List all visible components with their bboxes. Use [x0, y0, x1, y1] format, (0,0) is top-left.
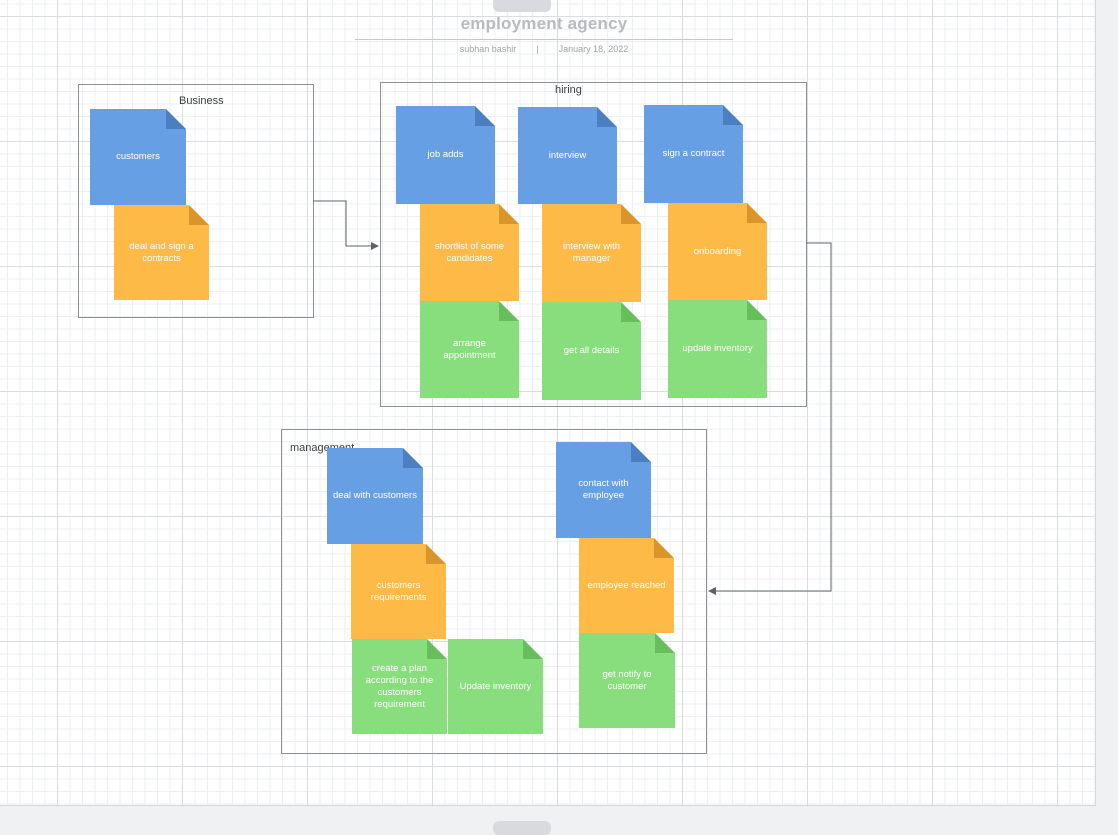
note-customers-requirements[interactable]: customers requirements [351, 544, 446, 639]
note-shortlist-candidates[interactable]: shortlist of some candidates [420, 204, 519, 301]
note-text: interview [548, 149, 587, 161]
note-deal-with-customers[interactable]: deal with customers [327, 448, 423, 544]
note-text: contact with employee [578, 478, 629, 501]
connector-hiring-to-management[interactable] [708, 242, 832, 595]
page-tab-top[interactable] [493, 0, 551, 12]
connector-business-to-hiring[interactable] [313, 200, 379, 250]
note-interview[interactable]: interview [518, 107, 617, 204]
title-block: employment agency subhan bashir | January … [355, 14, 733, 54]
note-sign-a-contract[interactable]: sign a contract [644, 105, 743, 203]
note-customers[interactable]: customers [90, 109, 186, 205]
note-text: create a plan according to the customers… [365, 662, 434, 710]
note-text: customers [116, 151, 160, 162]
note-interview-with-manager[interactable]: interview with manager [542, 204, 641, 302]
note-update-inventory-management[interactable]: Update inventory [448, 639, 543, 734]
note-text: get all details [563, 345, 620, 356]
title-divider [355, 39, 733, 40]
note-text: deal with customers [333, 490, 417, 501]
author-name: subhan bashir [459, 44, 517, 54]
note-text: onboarding [693, 245, 742, 257]
note-text: job adds [427, 149, 464, 160]
document-date: January 18, 2022 [558, 44, 629, 54]
document-meta: subhan bashir | January 18, 2022 [355, 44, 733, 54]
note-text: customers requirements [370, 579, 427, 603]
hiring-container[interactable] [380, 82, 807, 407]
note-text: update inventory [682, 343, 753, 354]
note-text: deal and sign a contracts [129, 240, 194, 264]
note-get-notify-customer[interactable]: get notify to customer [579, 633, 675, 728]
note-deal-sign-contracts[interactable]: deal and sign a contracts [114, 205, 209, 300]
note-create-plan[interactable]: create a plan according to the customers… [352, 639, 447, 734]
page-title: employment agency [460, 14, 628, 33]
note-text: interview with manager [562, 241, 621, 264]
note-text: shortlist of some candidates [434, 240, 505, 264]
note-update-inventory-hiring[interactable]: update inventory [668, 300, 767, 398]
note-onboarding[interactable]: onboarding [668, 203, 767, 300]
meta-separator: | [536, 44, 539, 54]
note-text: get notify to customer [602, 668, 652, 692]
note-text: sign a contract [662, 148, 725, 159]
business-label: Business [179, 95, 224, 107]
note-get-all-details[interactable]: get all details [542, 302, 641, 400]
hiring-label: hiring [555, 84, 582, 96]
note-text: arrange appointment [443, 337, 496, 361]
note-contact-with-employee[interactable]: contact with employee [556, 442, 651, 538]
note-job-adds[interactable]: job adds [396, 106, 495, 204]
management-container[interactable] [281, 429, 707, 754]
note-text: employee reached [587, 579, 666, 591]
note-arrange-appointment[interactable]: arrange appointment [420, 301, 519, 398]
note-employee-reached[interactable]: employee reached [579, 538, 674, 633]
note-text: Update inventory [459, 680, 532, 692]
